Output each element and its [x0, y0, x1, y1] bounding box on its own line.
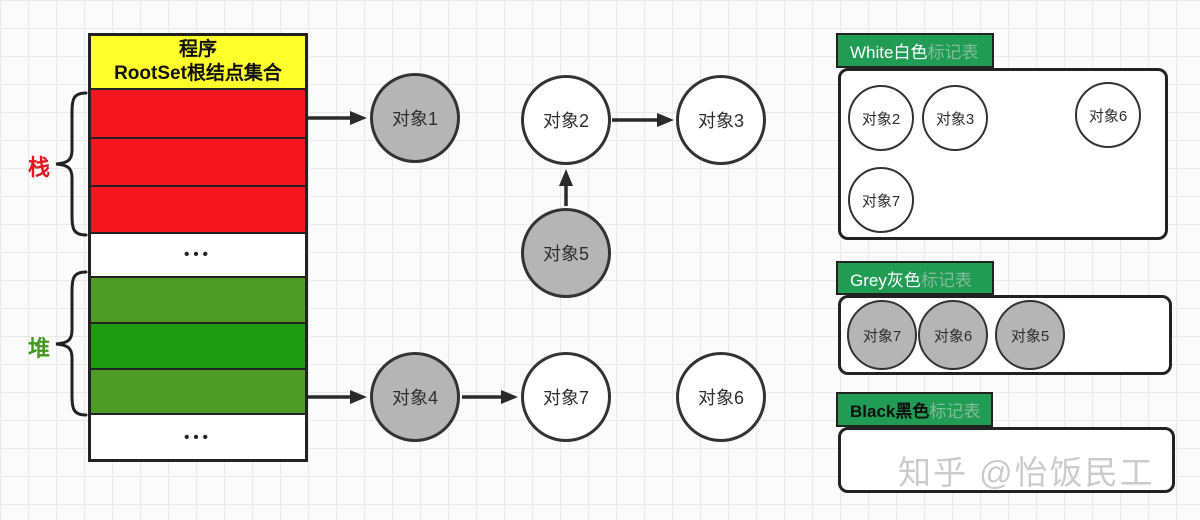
rootset-header: 程序 RootSet根结点集合: [91, 36, 305, 88]
stack-brace: [55, 91, 88, 237]
stack-slot-2: [91, 136, 305, 185]
heap-slot-1: [91, 276, 305, 323]
grey-table-title-suffix: 标记表: [920, 270, 972, 290]
black-table-title: Black黑色: [850, 402, 930, 421]
heap-slot-3: [91, 368, 305, 414]
watermark: 知乎 @怡饭民工: [898, 454, 1155, 491]
stack-label: 栈: [28, 155, 51, 180]
black-table-tab: Black黑色标记表: [836, 392, 993, 427]
node-obj6: 对象6: [676, 352, 766, 442]
heap-label: 堆: [28, 336, 51, 361]
grey-item-obj7: 对象7: [847, 300, 917, 370]
stack-slot-3: [91, 184, 305, 232]
node-obj3: 对象3: [676, 75, 766, 165]
white-item-obj6: 对象6: [1075, 82, 1141, 148]
rootset-title-line1: 程序: [178, 39, 217, 61]
node-obj4: 对象4: [370, 352, 460, 442]
ellipsis-row-top: •••: [91, 231, 305, 277]
heap-brace: [55, 270, 88, 417]
white-table-title: White白色: [850, 43, 928, 62]
white-table-tab: White白色标记表: [836, 33, 994, 68]
grey-table-title: Grey灰色: [850, 270, 921, 290]
node-obj5: 对象5: [521, 208, 611, 298]
white-item-obj3: 对象3: [922, 85, 988, 151]
ellipsis-row-bottom: •••: [91, 413, 305, 459]
grey-table-tab: Grey灰色标记表: [836, 261, 994, 295]
node-obj1: 对象1: [370, 73, 460, 163]
rootset-title-line2: RootSet根结点集合: [114, 62, 282, 84]
black-table-title-suffix: 标记表: [929, 402, 981, 421]
white-item-obj7: 对象7: [848, 167, 914, 233]
grey-item-obj6: 对象6: [918, 300, 988, 370]
node-obj2: 对象2: [521, 75, 611, 165]
grey-item-obj5: 对象5: [995, 300, 1065, 370]
white-item-obj2: 对象2: [848, 85, 914, 151]
stack-slot-1: [91, 87, 305, 137]
heap-slot-2: [91, 322, 305, 369]
rootset-table: 程序 RootSet根结点集合 ••• •••: [88, 33, 308, 462]
white-table-title-suffix: 标记表: [927, 43, 979, 62]
node-obj7: 对象7: [521, 352, 611, 442]
black-table-body: [838, 427, 1175, 493]
